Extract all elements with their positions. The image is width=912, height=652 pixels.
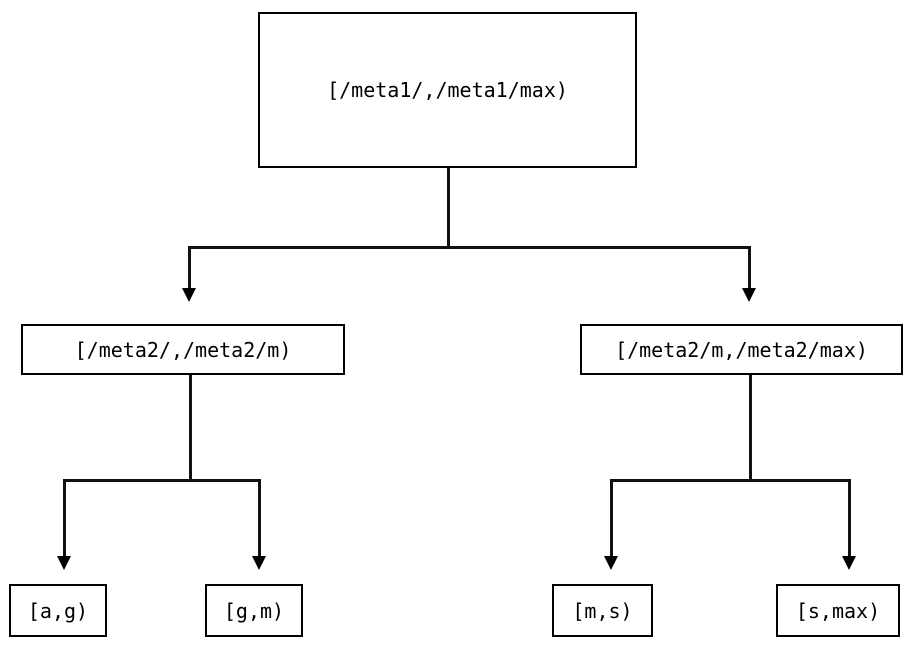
- arrowhead-mid-right-to-leaf-4-icon: [842, 556, 856, 570]
- edge-mid-left-stem: [189, 375, 192, 482]
- edge-mid-left-to-leaf-2: [258, 479, 261, 557]
- node-leaf-3[interactable]: [m,s): [552, 584, 653, 637]
- edge-root-to-mid-left: [188, 246, 191, 289]
- node-leaf-4-label: [s,max): [795, 598, 881, 623]
- arrowhead-root-to-mid-right-icon: [742, 288, 756, 302]
- edge-mid-left-bar: [63, 479, 261, 482]
- node-leaf-1[interactable]: [a,g): [9, 584, 107, 637]
- edge-mid-right-to-leaf-4: [848, 479, 851, 557]
- node-leaf-4[interactable]: [s,max): [776, 584, 900, 637]
- arrowhead-mid-left-to-leaf-1-icon: [57, 556, 71, 570]
- node-root[interactable]: [/meta1/,/meta1/max): [258, 12, 637, 168]
- node-mid-right[interactable]: [/meta2/m,/meta2/max): [580, 324, 903, 375]
- node-mid-right-label: [/meta2/m,/meta2/max): [615, 337, 868, 362]
- edge-mid-left-to-leaf-1: [63, 479, 66, 557]
- arrowhead-mid-right-to-leaf-3-icon: [604, 556, 618, 570]
- node-root-label: [/meta1/,/meta1/max): [327, 78, 568, 102]
- edge-root-to-mid-right: [748, 246, 751, 289]
- node-mid-left-label: [/meta2/,/meta2/m): [74, 337, 292, 362]
- edge-mid-right-bar: [610, 479, 851, 482]
- arrowhead-mid-left-to-leaf-2-icon: [252, 556, 266, 570]
- node-leaf-2[interactable]: [g,m): [205, 584, 303, 637]
- edge-root-stem: [447, 168, 450, 249]
- arrowhead-root-to-mid-left-icon: [182, 288, 196, 302]
- edge-root-bar: [188, 246, 751, 249]
- node-leaf-1-label: [a,g): [27, 598, 89, 623]
- edge-mid-right-stem: [749, 375, 752, 482]
- edge-mid-right-to-leaf-3: [610, 479, 613, 557]
- node-mid-left[interactable]: [/meta2/,/meta2/m): [21, 324, 345, 375]
- node-leaf-2-label: [g,m): [223, 598, 285, 623]
- node-leaf-3-label: [m,s): [572, 598, 633, 623]
